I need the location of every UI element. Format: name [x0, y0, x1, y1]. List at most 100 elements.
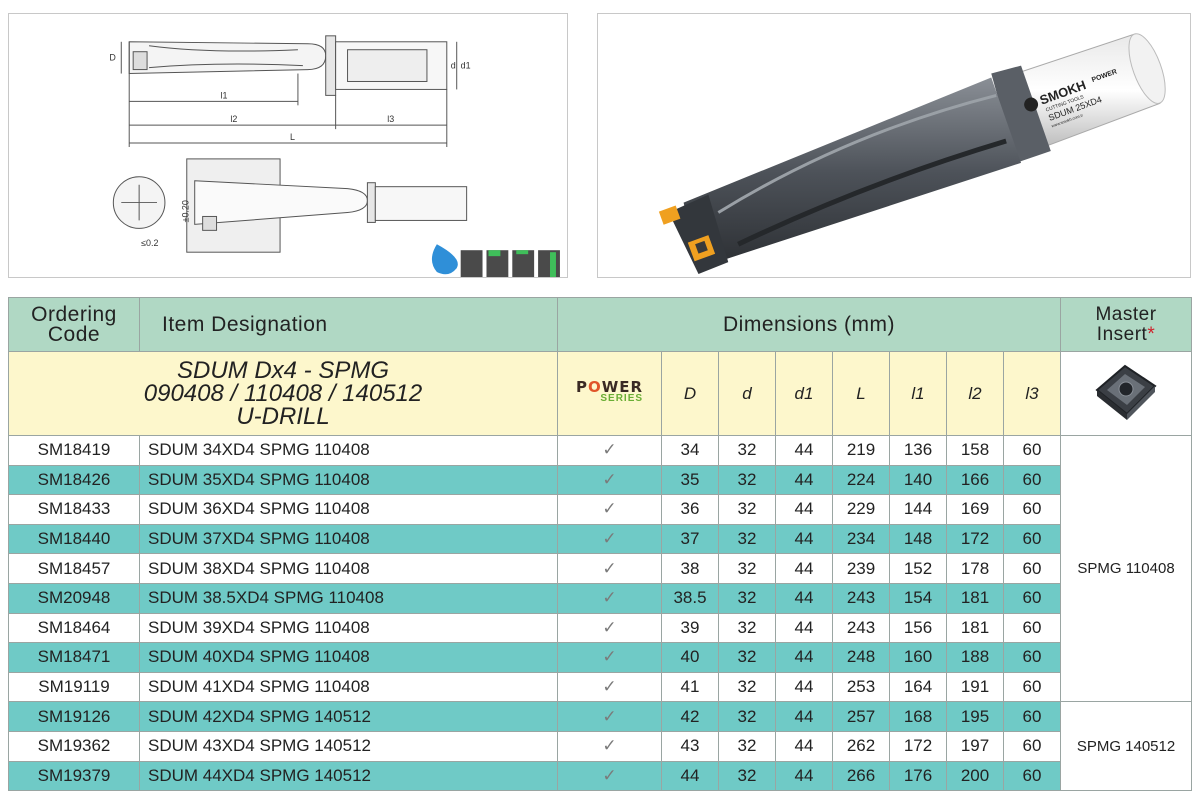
dim-L-cell: 248 — [832, 642, 890, 673]
checkmark-icon: ✓ — [557, 612, 662, 644]
insert-tip-icon — [658, 205, 681, 225]
dim-l3-cell: 60 — [1002, 612, 1062, 644]
dim-d-cell: 32 — [718, 730, 776, 762]
dim-d1-cell: 44 — [775, 494, 833, 525]
dim-L-cell: 243 — [832, 582, 890, 614]
dim-l1-cell: 144 — [889, 494, 947, 525]
dim-D-cell: 39 — [661, 612, 719, 644]
dim-L-cell: 243 — [832, 612, 890, 644]
series-title: SDUM Dx4 - SPMG 090408 / 110408 / 140512… — [8, 351, 558, 436]
dim-L-cell: 239 — [832, 553, 890, 584]
dim-L-cell: 224 — [832, 464, 890, 496]
dim-d-cell: 32 — [718, 642, 776, 673]
dim-d1-cell: 44 — [775, 523, 833, 555]
dim-l2-cell: 200 — [946, 760, 1004, 792]
dim-D-cell: 43 — [661, 730, 719, 762]
dim-label-d: d — [451, 61, 456, 71]
dim-l2-cell: 197 — [946, 730, 1004, 762]
col-header-l2: l2 — [946, 351, 1004, 436]
item-designation-cell: SDUM 39XD4 SPMG 110408 — [139, 612, 558, 644]
dim-l1-cell: 140 — [889, 464, 947, 496]
ordering-code-cell: SM19119 — [8, 671, 140, 703]
dim-d1-cell: 44 — [775, 760, 833, 792]
dim-label-l2: l2 — [230, 114, 237, 124]
checkmark-icon: ✓ — [557, 671, 662, 703]
dim-L-cell: 266 — [832, 760, 890, 792]
item-designation-cell: SDUM 34XD4 SPMG 110408 — [139, 435, 558, 466]
dim-l1-cell: 176 — [889, 760, 947, 792]
col-header-d1: d1 — [775, 351, 833, 436]
master-insert-cell: SPMG 110408 — [1060, 434, 1193, 703]
dim-D-cell: 38.5 — [661, 582, 719, 614]
spmg-insert-icon — [1095, 364, 1157, 420]
dim-d1-cell: 44 — [775, 701, 833, 732]
dim-d1-cell: 44 — [775, 642, 833, 673]
ordering-code-cell: SM19379 — [8, 760, 140, 792]
dim-l2-cell: 188 — [946, 642, 1004, 673]
dim-l3-cell: 60 — [1002, 494, 1062, 525]
dim-l1-cell: 156 — [889, 612, 947, 644]
dim-l2-cell: 178 — [946, 553, 1004, 584]
dim-l1-cell: 148 — [889, 523, 947, 555]
dim-l2-cell: 172 — [946, 523, 1004, 555]
checkmark-icon: ✓ — [557, 435, 662, 466]
dim-d-cell: 32 — [718, 494, 776, 525]
checkmark-icon: ✓ — [557, 642, 662, 673]
angle-label: ≤0.2 — [141, 238, 158, 248]
dim-L-cell: 262 — [832, 730, 890, 762]
drill-product-image: SMOKH CUTTING TOOLS SDUM 25XD4 www.smokh… — [658, 33, 1166, 275]
dim-D-cell: 44 — [661, 760, 719, 792]
insert-grade-icon — [538, 250, 560, 277]
coolant-drop-icon — [431, 244, 458, 275]
dim-D-cell: 40 — [661, 642, 719, 673]
checkmark-icon: ✓ — [557, 701, 662, 732]
dim-L-cell: 219 — [832, 435, 890, 466]
dim-label-l3: l3 — [387, 114, 394, 124]
item-designation-cell: SDUM 44XD4 SPMG 140512 — [139, 760, 558, 792]
tolerance-label: ±0.20 — [181, 200, 191, 222]
dim-l3-cell: 60 — [1002, 671, 1062, 703]
insert-grade-icon — [460, 250, 483, 277]
item-designation-cell: SDUM 38XD4 SPMG 110408 — [139, 553, 558, 584]
dim-d-cell: 32 — [718, 671, 776, 703]
dim-d1-cell: 44 — [775, 730, 833, 762]
ordering-code-cell: SM18426 — [8, 464, 140, 496]
col-header-l3: l3 — [1002, 351, 1062, 436]
dim-l3-cell: 60 — [1002, 464, 1062, 496]
dim-L-cell: 253 — [832, 671, 890, 703]
dim-l2-cell: 181 — [946, 582, 1004, 614]
dim-d-cell: 32 — [718, 435, 776, 466]
dim-l1-cell: 164 — [889, 671, 947, 703]
header-master-insert: Master Insert* — [1060, 297, 1193, 352]
item-designation-cell: SDUM 40XD4 SPMG 110408 — [139, 642, 558, 673]
dim-d-cell: 32 — [718, 553, 776, 584]
checkmark-icon: ✓ — [557, 730, 662, 762]
master-insert-cell: SPMG 140512 — [1060, 701, 1193, 792]
dim-D-cell: 34 — [661, 435, 719, 466]
dim-D-cell: 41 — [661, 671, 719, 703]
dim-D-cell: 38 — [661, 553, 719, 584]
dim-l2-cell: 169 — [946, 494, 1004, 525]
item-designation-cell: SDUM 42XD4 SPMG 140512 — [139, 701, 558, 732]
dim-d1-cell: 44 — [775, 435, 833, 466]
checkmark-icon: ✓ — [557, 464, 662, 496]
dim-l3-cell: 60 — [1002, 435, 1062, 466]
col-header-D: D — [661, 351, 719, 436]
checkmark-icon: ✓ — [557, 494, 662, 525]
dim-l1-cell: 154 — [889, 582, 947, 614]
dim-l2-cell: 195 — [946, 701, 1004, 732]
dim-d-cell: 32 — [718, 464, 776, 496]
product-photo-panel: SMOKH CUTTING TOOLS SDUM 25XD4 www.smokh… — [597, 13, 1191, 278]
dim-l3-cell: 60 — [1002, 701, 1062, 732]
dim-L-cell: 234 — [832, 523, 890, 555]
dim-d-cell: 32 — [718, 760, 776, 792]
item-designation-cell: SDUM 36XD4 SPMG 110408 — [139, 494, 558, 525]
